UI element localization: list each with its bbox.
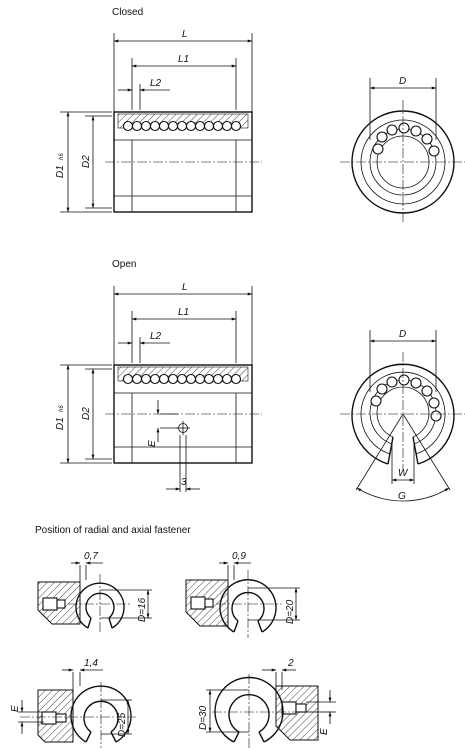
dim-L-open: L [182, 282, 188, 293]
dim-L2: L2 [150, 78, 162, 89]
fastener-offset-1: 0,7 [84, 551, 98, 562]
dim-L2-open: L2 [150, 331, 162, 342]
fastener-offset-4: 2 [287, 658, 294, 669]
dim-E-open: E [147, 440, 158, 447]
dim-3: 3 [181, 477, 187, 488]
dim-G: G [398, 491, 406, 502]
dim-h6: h6 [59, 153, 65, 160]
fastener-heading: Position of radial and axial fastener [35, 525, 191, 536]
dim-D2-open: D2 [81, 407, 92, 420]
fastener-detail-d25: 1,4 D=25 E [10, 658, 136, 748]
dim-D1: D1 [55, 165, 66, 178]
dim-L1: L1 [178, 54, 189, 65]
fastener-e-4: E [319, 728, 330, 735]
fastener-offset-2: 0,9 [232, 551, 246, 562]
dim-D-open: D [399, 329, 406, 340]
fastener-detail-d30: 2 D=30 E [198, 658, 336, 748]
dim-h6-open: h6 [59, 405, 65, 412]
dim-L: L [182, 29, 188, 40]
open-end-view: D W G [340, 329, 465, 502]
dim-W: W [398, 468, 409, 479]
fastener-detail-d20: 0,9 D=20 [185, 551, 300, 638]
fastener-diameter-4: D=30 [198, 705, 209, 730]
fastener-e-3: E [10, 705, 21, 712]
dim-D2: D2 [81, 155, 92, 168]
fastener-offset-3: 1,4 [84, 658, 98, 669]
dim-D1-open: D1 [55, 417, 66, 430]
open-side-view: L L1 L2 E [55, 282, 262, 492]
dim-D-closed: D [399, 76, 406, 87]
closed-side-view: L L1 L2 D1 h6 [55, 29, 262, 213]
open-heading: Open [112, 259, 136, 270]
dim-L1-open: L1 [178, 307, 189, 318]
fastener-diameter-1: D=16 [137, 597, 148, 622]
closed-end-view: D [340, 76, 465, 224]
closed-heading: Closed [112, 7, 143, 18]
fastener-diameter-2: D=20 [285, 599, 296, 624]
fastener-detail-d16: 0,7 D=16 [37, 551, 152, 634]
fastener-diameter-3: D=25 [117, 712, 128, 737]
